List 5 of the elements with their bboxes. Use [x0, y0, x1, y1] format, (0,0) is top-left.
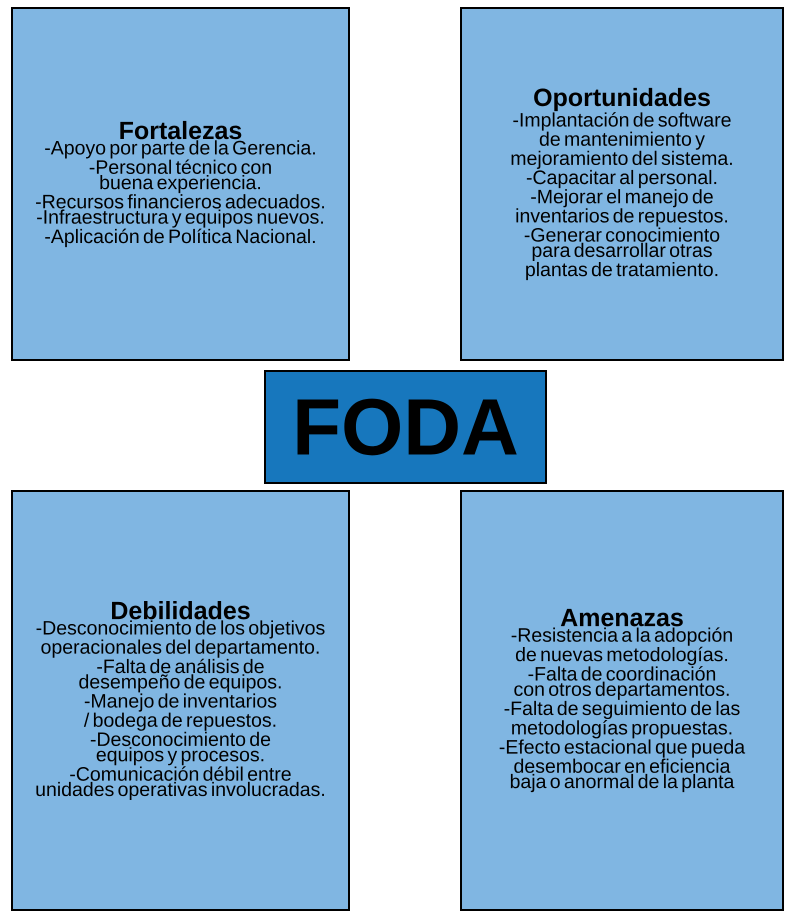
title-box: FODA	[264, 370, 547, 484]
quadrant-box: Debilidades -Desconocimiento de los objetivos operacionales del departamento. -Falta de análisis de desempeño de equipos. -Manejo de inventarios / bodega de repuestos. -Desconocimiento de equipos y procesos. -Comunicación débil entre unidades operativas involucradas.	[11, 490, 350, 911]
quadrant-box: Oportunidades -Implantación de software de mantenimiento y mejoramiento del sistema. -Capacitar al personal. -Mejorar el manejo de inventarios de repuestos. -Generar conocimiento para desarrollar otras plantas de tratamiento.	[460, 7, 784, 361]
quadrant-box: Amenazas -Resistencia a la adopción de nuevas metodologías. -Falta de coordinación con otros departamentos. -Falta de seguimiento de las metodologías propuestas. -Efecto estacional que pueda desembocar en eficiencia baja o anormal de la planta	[460, 490, 784, 911]
quadrant-box: Fortalezas -Apoyo por parte de la Gerencia. -Personal técnico con buena experiencia. -Recursos financieros adecuados. -Infraestructura y equipos nuevos. -Aplicación de Política Nacional.	[11, 7, 350, 361]
